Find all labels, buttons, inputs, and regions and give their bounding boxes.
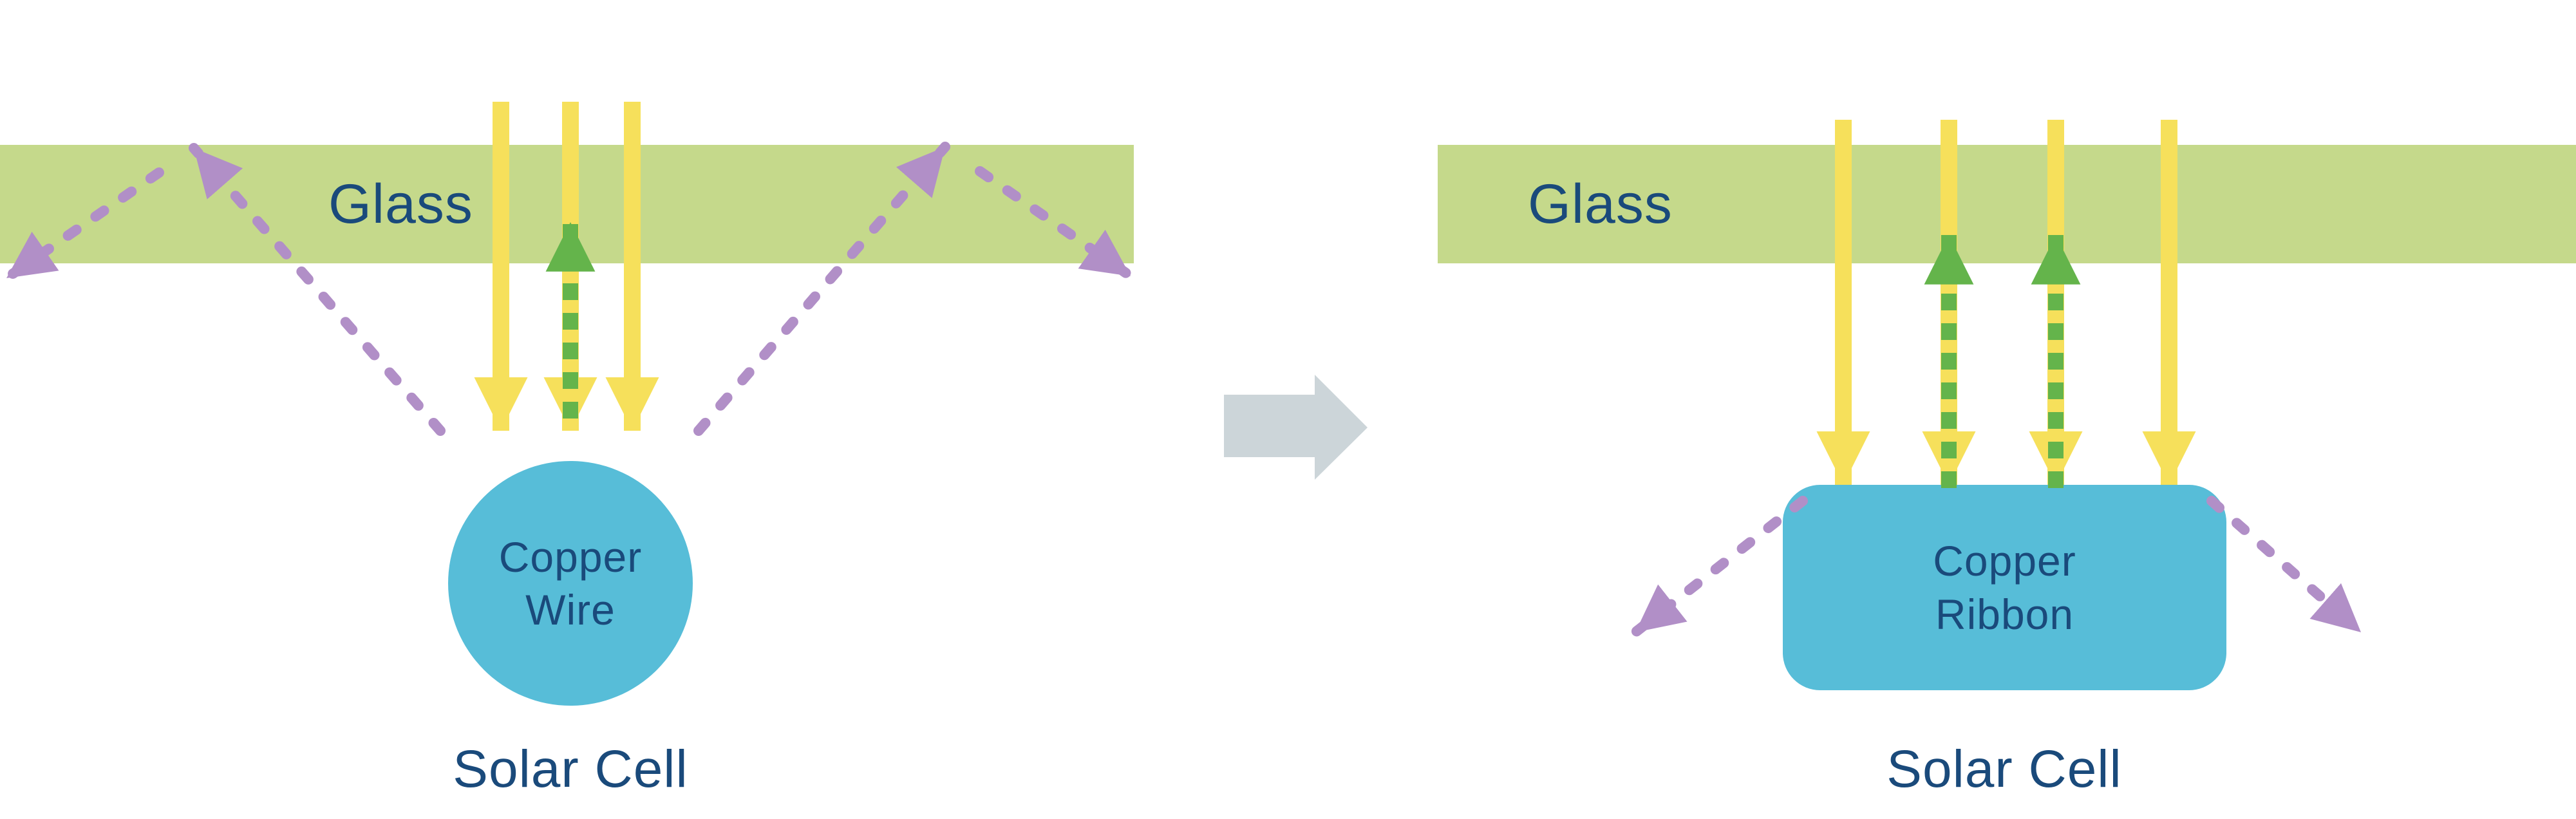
glass-layer-right	[1438, 145, 2576, 263]
copper-wire-shape: Copper Wire	[448, 461, 693, 706]
copper-ribbon-shape: Copper Ribbon	[1783, 485, 2226, 690]
solar-cell-caption-right: Solar Cell	[1886, 740, 2122, 798]
transition-arrow	[1224, 375, 1368, 480]
solar-cell-caption-left: Solar Cell	[453, 740, 688, 798]
glass-layer-left	[0, 145, 1134, 263]
scattered-light-arrow-ribbon-right	[2206, 496, 2366, 637]
glass-label-right: Glass	[1528, 173, 1673, 235]
glass-label-left: Glass	[328, 173, 473, 235]
scattered-light-arrow-ribbon-left	[1630, 496, 1808, 637]
